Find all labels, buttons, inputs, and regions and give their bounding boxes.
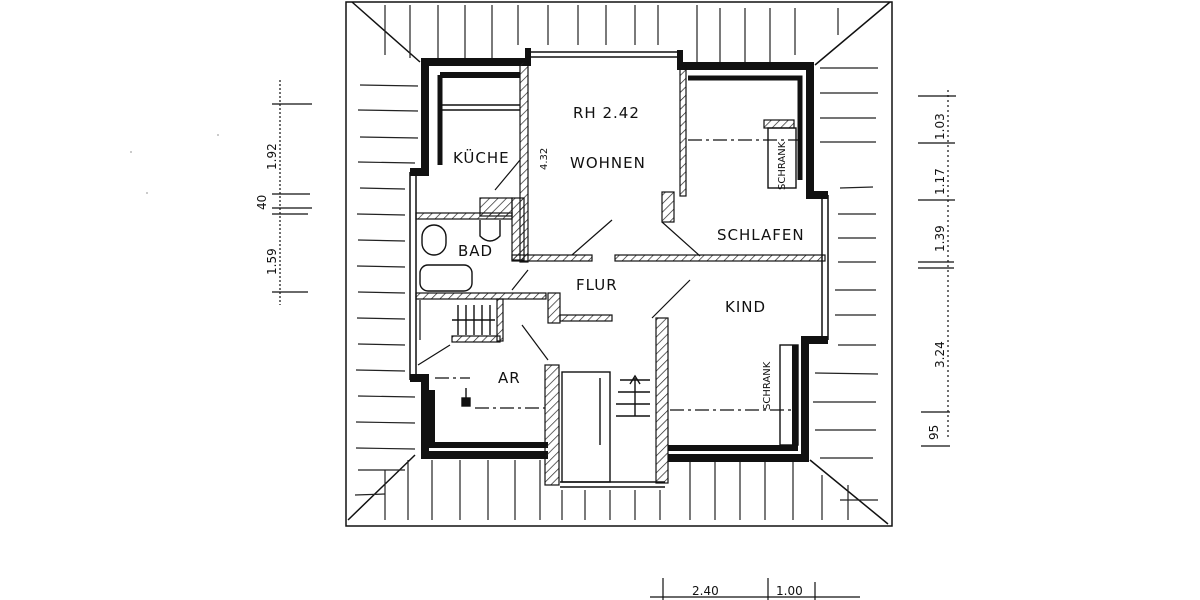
toilet-icon [421,224,447,256]
wohnen-depth-label: 4.32 [539,148,550,170]
roof-outline [345,1,893,527]
dimension-chain-bottom: 2.40 1.00 [650,578,860,600]
svg-text:1.03: 1.03 [933,113,947,140]
windows [409,51,829,488]
svg-text:40: 40 [255,195,269,210]
exterior-walls [410,48,828,462]
svg-text:1.92: 1.92 [265,143,279,170]
room-labels: RH 2.42 WOHNEN KÜCHE SCHLAFEN BAD FLUR K… [453,104,805,410]
svg-text:95: 95 [927,425,941,440]
room-label-schlafen: SCHLAFEN [717,226,805,244]
room-label-bad: BAD [458,242,493,260]
svg-text:1.17: 1.17 [933,168,947,195]
dimension-chain-left: 1.92 40 1.59 [255,80,312,305]
fixtures [419,104,799,483]
stair-opening [561,371,611,483]
svg-text:3.24: 3.24 [933,341,947,368]
room-label-kind: KIND [725,298,766,316]
room-label-flur: FLUR [576,276,618,294]
dash-lines [435,139,800,411]
svg-text:1.39: 1.39 [933,225,947,252]
wardrobe-label-upper: SCHRANK [777,141,788,190]
room-label-ar: AR [498,369,521,387]
wardrobe-label-lower: SCHRANK [762,361,773,410]
wardrobe-lower [779,344,799,446]
paper-specks [130,134,219,194]
svg-text:1.00: 1.00 [776,584,803,598]
door-swings [417,159,701,366]
room-height-label: RH 2.42 [573,104,640,122]
room-label-kueche: KÜCHE [453,148,510,167]
sink-icon [479,220,501,242]
room-label-wohnen: WOHNEN [570,154,646,172]
dimension-chain-right: 1.03 1.17 1.39 3.24 95 [918,90,956,447]
interior-walls [415,61,826,486]
wardrobe-upper [767,127,797,189]
roof-tiles [354,5,879,520]
svg-text:2.40: 2.40 [692,584,719,598]
svg-text:1.59: 1.59 [265,248,279,275]
bathtub-icon [419,264,473,292]
